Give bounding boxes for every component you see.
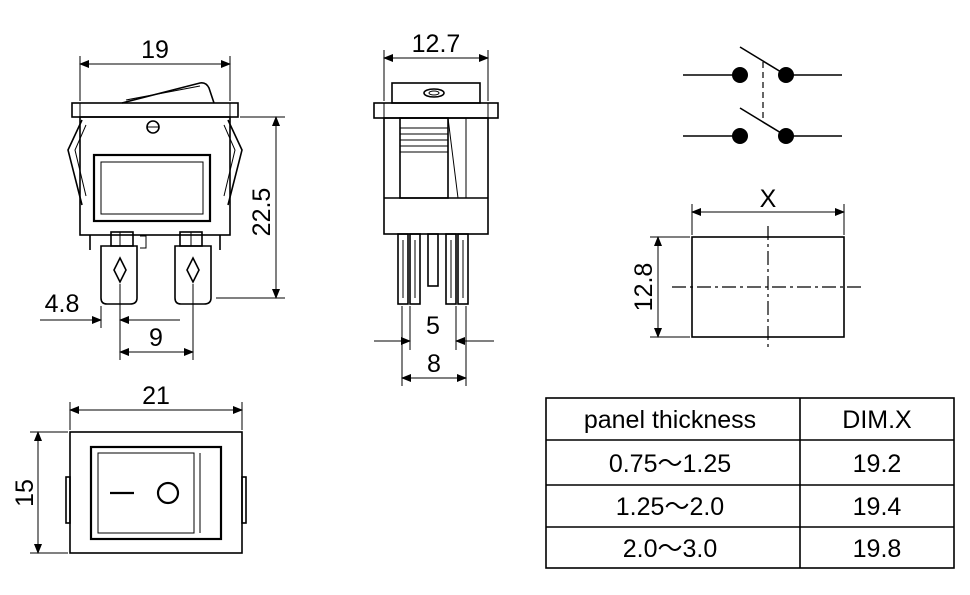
front-window xyxy=(92,153,212,223)
left-terminal xyxy=(100,231,138,305)
dim-cutout-height: 12.8 xyxy=(630,263,658,312)
dim-pin-inner: 5 xyxy=(426,312,440,340)
switch-schematic xyxy=(683,46,842,144)
dim-terminal-pitch: 9 xyxy=(149,324,163,352)
dim-front-height: 22.5 xyxy=(248,188,276,237)
left-clip xyxy=(67,119,83,206)
side-flange xyxy=(373,102,499,119)
table-header-dimx: DIM.X xyxy=(842,406,912,434)
table-cell: 19.2 xyxy=(853,450,902,478)
top-frame xyxy=(69,431,243,554)
dim-pin-outer: 8 xyxy=(427,350,441,378)
dim-top-height: 15 xyxy=(11,479,39,507)
dim-front-width: 19 xyxy=(141,36,169,64)
table-cell: 19.4 xyxy=(853,493,902,521)
front-view: 19 22.5 4.8 9 xyxy=(40,36,285,360)
side-view: 12.7 5 8 xyxy=(373,30,499,386)
dim-terminal-offset: 4.8 xyxy=(45,290,80,318)
table-header-thickness: panel thickness xyxy=(584,406,756,434)
right-terminal xyxy=(174,231,212,305)
side-pins xyxy=(397,233,469,305)
on-mark-icon xyxy=(156,481,180,505)
dim-top-width: 21 xyxy=(142,382,170,410)
table-cell: 1.25～2.0 xyxy=(616,493,724,521)
dim-side-width: 12.7 xyxy=(412,30,461,58)
top-view: 21 15 xyxy=(11,382,247,554)
table-cell: 19.8 xyxy=(853,535,902,563)
dim-cutout-width: X xyxy=(760,185,777,213)
rocker-actuator xyxy=(121,82,215,104)
right-clip xyxy=(227,119,243,206)
front-body xyxy=(79,116,231,236)
table-cell: 0.75～1.25 xyxy=(609,450,731,478)
panel-cutout: X 12.8 xyxy=(630,185,862,348)
rocker-face xyxy=(89,445,223,541)
table-cell: 2.0～3.0 xyxy=(623,535,718,563)
panel-thickness-table: panel thickness DIM.X 0.75～1.25 19.2 1.2… xyxy=(545,397,955,569)
front-flange xyxy=(71,102,239,118)
side-actuator-ellipse xyxy=(423,88,445,98)
